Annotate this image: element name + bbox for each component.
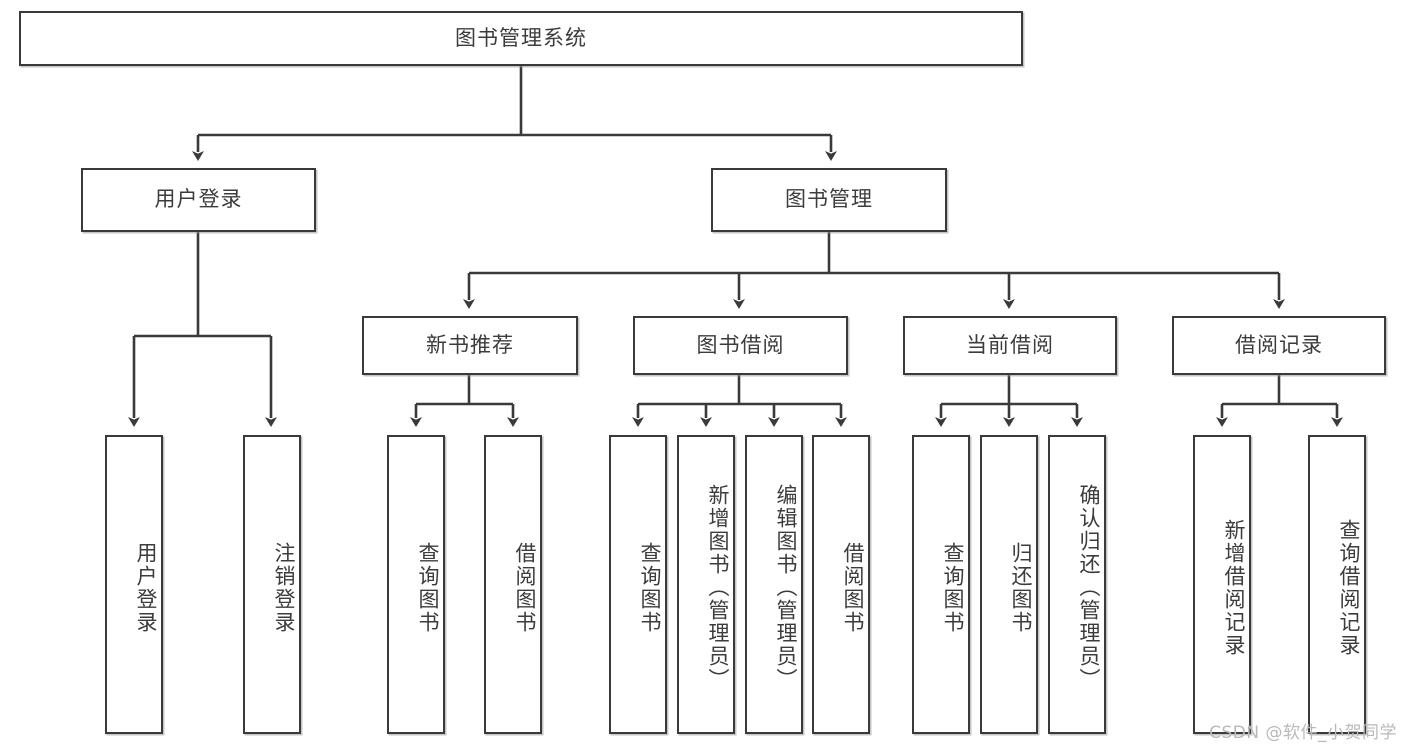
leaf-borrow-book-2-label: 借阅图书 (841, 541, 865, 634)
node-borrow-record[interactable]: 借阅记录 (1172, 316, 1386, 375)
leaf-borrow-book-1-label: 借阅图书 (513, 541, 537, 634)
leaf-query-record-label: 查询借阅记录 (1337, 518, 1361, 657)
leaf-add-book[interactable]: 新增图书（管理员） (677, 435, 735, 734)
leaf-confirm-return[interactable]: 确认归还（管理员） (1048, 435, 1106, 734)
node-current-borrow-label: 当前借阅 (966, 332, 1054, 357)
leaf-borrow-book-2[interactable]: 借阅图书 (812, 435, 870, 734)
leaf-query-book-1[interactable]: 查询图书 (387, 435, 445, 734)
node-book-management[interactable]: 图书管理 (711, 168, 947, 232)
node-current-borrow[interactable]: 当前借阅 (903, 316, 1117, 375)
leaf-logout-login[interactable]: 注销登录 (243, 435, 301, 734)
node-root-label: 图书管理系统 (455, 25, 587, 50)
leaf-query-book-1-label: 查询图书 (416, 541, 440, 634)
node-user-login[interactable]: 用户登录 (81, 168, 316, 232)
leaf-confirm-return-label: 确认归还（管理员） (1077, 484, 1101, 691)
leaf-query-book-3[interactable]: 查询图书 (912, 435, 970, 734)
node-user-login-label: 用户登录 (154, 187, 243, 212)
leaf-user-login-label: 用户登录 (134, 541, 158, 634)
leaf-add-record-label: 新增借阅记录 (1222, 518, 1246, 657)
leaf-logout-login-label: 注销登录 (272, 541, 296, 634)
leaf-user-login[interactable]: 用户登录 (105, 435, 163, 734)
leaf-return-book-label: 归还图书 (1009, 541, 1033, 634)
node-new-book-recommend-label: 新书推荐 (426, 332, 514, 357)
leaf-query-book-2[interactable]: 查询图书 (609, 435, 667, 734)
leaf-add-record[interactable]: 新增借阅记录 (1193, 435, 1251, 734)
leaf-return-book[interactable]: 归还图书 (980, 435, 1038, 734)
leaf-query-book-2-label: 查询图书 (638, 541, 662, 634)
node-root[interactable]: 图书管理系统 (19, 11, 1023, 66)
leaf-edit-book[interactable]: 编辑图书（管理员） (745, 435, 803, 734)
node-book-borrow-label: 图书借阅 (696, 332, 785, 357)
leaf-add-book-label: 新增图书（管理员） (706, 484, 730, 691)
leaf-borrow-book-1[interactable]: 借阅图书 (484, 435, 542, 734)
node-new-book-recommend[interactable]: 新书推荐 (362, 316, 578, 375)
node-book-borrow[interactable]: 图书借阅 (633, 316, 848, 375)
leaf-query-record[interactable]: 查询借阅记录 (1308, 435, 1366, 734)
node-book-management-label: 图书管理 (785, 187, 873, 212)
leaf-edit-book-label: 编辑图书（管理员） (774, 484, 798, 691)
watermark-text: CSDN @软件_小贺同学 (1209, 723, 1397, 743)
leaf-query-book-3-label: 查询图书 (941, 541, 965, 634)
node-borrow-record-label: 借阅记录 (1235, 332, 1323, 357)
